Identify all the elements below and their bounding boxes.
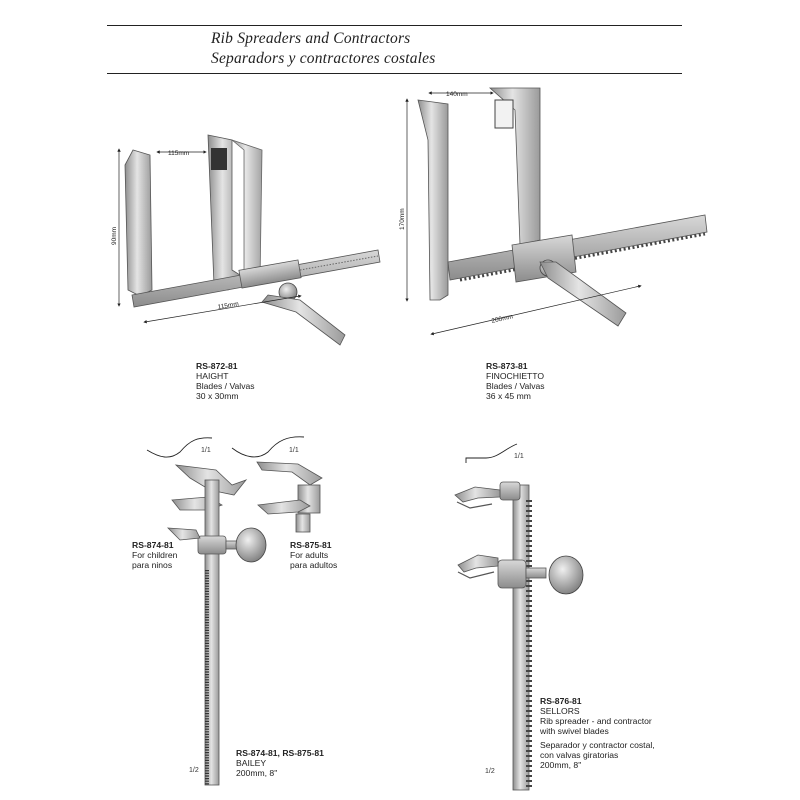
product-line: FINOCHIETTO [486, 371, 545, 381]
scale-label: 1/2 [485, 768, 495, 775]
product-line: 36 x 45 mm [486, 391, 531, 401]
product-caption-bailey-adults: RS-875-81 For adults para adultos [290, 540, 337, 570]
finochietto-blade-gap-dim: 140mm [446, 91, 468, 98]
product-line: SELLORS [540, 706, 580, 716]
product-line: Rib spreader - and contractor [540, 716, 652, 726]
product-line: with swivel blades [540, 726, 609, 736]
product-line: Separador y contractor costal, [540, 740, 655, 750]
product-line: HAIGHT [196, 371, 229, 381]
bailey-rib-spreader-illustration [166, 461, 323, 786]
sellors-blade-profile [465, 443, 518, 463]
finochietto-rib-spreader-illustration: 140mm 170mm 200mm [399, 87, 708, 336]
haight-rib-spreader-illustration: 115mm 90mm 115mm [111, 134, 381, 346]
sellors-rib-spreader-illustration [454, 481, 584, 791]
product-line: con valvas giratorias [540, 750, 619, 760]
haight-blade-gap-dim: 115mm [168, 150, 189, 157]
product-line: 30 x 30mm [196, 391, 239, 401]
product-caption-sellors: RS-876-81 SELLORS Rib spreader - and con… [540, 696, 655, 770]
scale-label: 1/1 [514, 453, 524, 460]
product-caption-haight: RS-872-81 HAIGHT Blades / Valvas 30 x 30… [196, 361, 255, 401]
scale-label: 1/1 [289, 447, 299, 454]
product-code-bailey-children: RS-874-81 [132, 540, 174, 550]
product-caption-bailey: RS-874-81, RS-875-81 BAILEY 200mm, 8" [236, 748, 324, 778]
product-code-bailey: RS-874-81, RS-875-81 [236, 748, 324, 758]
product-code-finochietto: RS-873-81 [486, 361, 528, 371]
product-code-sellors: RS-876-81 [540, 696, 582, 706]
bailey-blade-profiles [146, 436, 305, 458]
finochietto-length-dim: 200mm [491, 313, 514, 325]
product-code-bailey-adults: RS-875-81 [290, 540, 332, 550]
scale-label: 1/2 [189, 767, 199, 774]
product-caption-bailey-children: RS-874-81 For children para ninos [132, 540, 177, 570]
scale-label: 1/1 [201, 447, 211, 454]
product-line: para adultos [290, 560, 338, 570]
product-line: para ninos [132, 560, 173, 570]
page-title-spanish: Separadors y contractores costales [211, 50, 436, 67]
header-bottom-rule [107, 73, 682, 74]
product-line: Blades / Valvas [486, 381, 545, 391]
page-title-english: Rib Spreaders and Contractors [211, 30, 411, 47]
product-line: 200mm, 8" [540, 760, 582, 770]
header-top-rule [107, 25, 682, 26]
product-caption-finochietto: RS-873-81 FINOCHIETTO Blades / Valvas 36… [486, 361, 545, 401]
product-line: 200mm, 8" [236, 768, 278, 778]
product-line: For adults [290, 550, 329, 560]
finochietto-height-dim: 170mm [399, 208, 406, 230]
product-line: Blades / Valvas [196, 381, 255, 391]
haight-length-dim: 115mm [217, 301, 239, 311]
product-line: For children [132, 550, 178, 560]
product-line: BAILEY [236, 758, 267, 768]
haight-height-dim: 90mm [111, 227, 118, 245]
product-code-haight: RS-872-81 [196, 361, 238, 371]
